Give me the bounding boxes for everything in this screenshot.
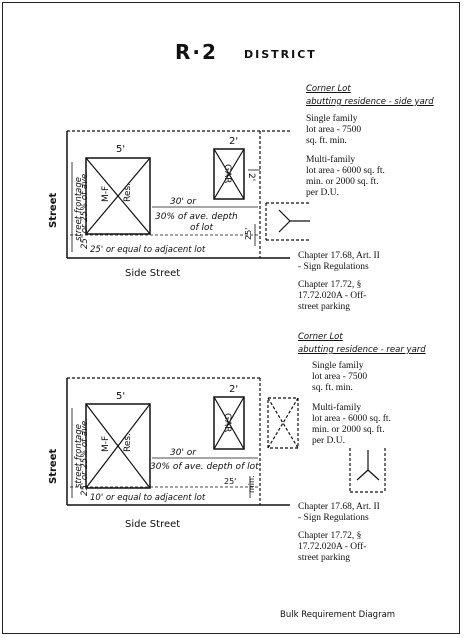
top-multi-family-line-2: lot area - 6000 sq. ft.	[306, 166, 385, 176]
bottom-multi-family-line-3: min. or 2000 sq. ft.	[312, 425, 385, 435]
top-multi-family-line-4: per D.U.	[306, 188, 339, 198]
bottom-subheading: abutting residence - rear yard	[298, 345, 426, 355]
bottom-diagram	[66, 377, 386, 506]
top-garage-setback: 2'	[229, 136, 238, 147]
bottom-heading: Corner Lot	[298, 332, 343, 342]
top-garage-side: 2'	[246, 173, 256, 181]
top-street-label: Street	[48, 193, 59, 228]
top-front-b: street frontage	[74, 177, 84, 241]
bottom-single-family-line-3: sq. ft. min.	[312, 383, 353, 393]
bottom-rear-b: 30% of ave. depth of lot	[150, 462, 259, 472]
top-garage-label: GAR	[222, 164, 232, 183]
bottom-single-family-line-1: Single family	[312, 361, 364, 371]
bottom-street-label: Street	[48, 449, 59, 484]
top-rear-a: 30' or	[170, 197, 197, 207]
bottom-front-b: street frontage	[74, 424, 84, 488]
district-word: DISTRICT	[244, 48, 317, 61]
bottom-multi-family-line-4: per D.U.	[312, 436, 345, 446]
bottom-front-a: 25' or 25% of ave.	[80, 418, 90, 496]
bottom-single-family-line-2: lot area - 7500	[312, 372, 368, 382]
top-diagram	[66, 130, 310, 259]
top-multi-family-line-1: Multi-family	[306, 155, 356, 165]
bottom-rear-a: 30' or	[170, 448, 197, 458]
top-heading: Corner Lot	[306, 84, 351, 94]
footer-caption: Bulk Requirement Diagram	[280, 610, 395, 620]
top-single-family-line-1: Single family	[306, 114, 358, 124]
top-building-label-1: M-F	[101, 186, 111, 202]
top-bottom-dim: 25' or equal to adjacent lot	[90, 245, 206, 255]
top-rear-b: 30% of ave. depth	[155, 212, 238, 222]
bottom-building-label-2: Res.	[123, 433, 133, 452]
top-chapter-sign-line-2: - Sign Regulations	[298, 262, 369, 272]
top-side-min: 25'	[244, 228, 253, 240]
top-chapter-parking-line-3: street parking	[298, 302, 350, 312]
district-title: R·2	[175, 40, 218, 64]
top-side-setback: 5'	[116, 144, 125, 155]
bottom-multi-family-line-2: lot area - 6000 sq. ft.	[312, 414, 391, 424]
top-chapter-sign-line-1: Chapter 17.68, Art. II	[298, 251, 380, 261]
bottom-garage-label: GAR	[222, 413, 232, 432]
top-single-family-line-3: sq. ft. min.	[306, 136, 347, 146]
top-front-a: 25' or 25% of ave.	[80, 171, 90, 249]
bottom-side-setback: 5'	[116, 391, 125, 402]
top-building-label-2: Res.	[123, 183, 133, 202]
top-single-family-line-2: lot area - 7500	[306, 125, 362, 135]
bottom-side-min-b: min.	[247, 475, 256, 493]
page-border	[2, 2, 460, 634]
bottom-chapter-sign-line-1: Chapter 17.68, Art. II	[298, 502, 380, 512]
bottom-side-min-a: 25'	[224, 477, 236, 486]
top-rear-c: of lot	[190, 223, 214, 233]
top-side-street-label: Side Street	[125, 268, 180, 279]
bottom-chapter-parking-line-2: 17.72.020A - Off-	[298, 542, 367, 552]
bottom-multi-family-line-1: Multi-family	[312, 403, 362, 413]
top-multi-family-line-3: min. or 2000 sq. ft.	[306, 177, 379, 187]
bottom-building-label-1: M-F	[101, 436, 111, 452]
bottom-bottom-dim: 10' or equal to adjacent lot	[90, 493, 206, 503]
bottom-side-street-label: Side Street	[125, 519, 180, 530]
bottom-garage-setback: 2'	[229, 384, 238, 395]
top-chapter-parking-line-2: 17.72.020A - Off-	[298, 291, 367, 301]
bottom-chapter-parking-line-1: Chapter 17.72, §	[298, 531, 362, 541]
bottom-chapter-sign-line-2: - Sign Regulations	[298, 513, 369, 523]
bottom-chapter-parking-line-3: street parking	[298, 553, 350, 563]
top-subheading: abutting residence - side yard	[306, 97, 434, 107]
top-chapter-parking-line-1: Chapter 17.72, §	[298, 280, 362, 290]
